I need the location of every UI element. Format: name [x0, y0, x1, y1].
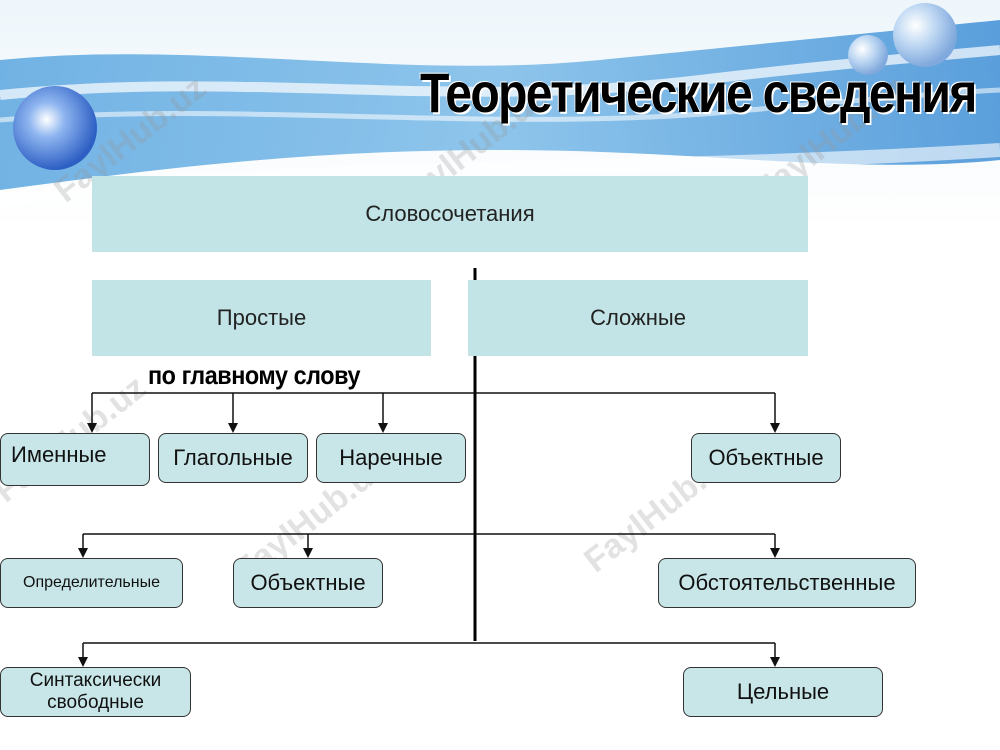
- node-circumstantial: Обстоятельственные: [658, 558, 916, 608]
- caption-by-head-word: по главному слову: [148, 360, 361, 390]
- node-syntactically-free-line1: Синтаксически: [29, 670, 162, 692]
- node-syntactically-free-line2: свободные: [47, 692, 144, 713]
- node-object-1: Объектные: [691, 433, 841, 483]
- node-integral: Цельные: [683, 667, 883, 717]
- root-node: Словосочетания: [92, 176, 808, 252]
- node-adverbial: Наречные: [316, 433, 466, 483]
- node-attributive: Определительные: [0, 558, 183, 608]
- node-nominal: Именные: [0, 433, 150, 486]
- node-complex: Сложные: [468, 280, 808, 356]
- node-simple: Простые: [92, 280, 431, 356]
- node-syntactically-free: Синтаксически свободные: [0, 667, 191, 717]
- page-title: Теоретические сведения: [420, 61, 977, 124]
- node-verbal: Глагольные: [158, 433, 308, 483]
- node-object-2: Объектные: [233, 558, 383, 608]
- header-banner: [0, 0, 1000, 230]
